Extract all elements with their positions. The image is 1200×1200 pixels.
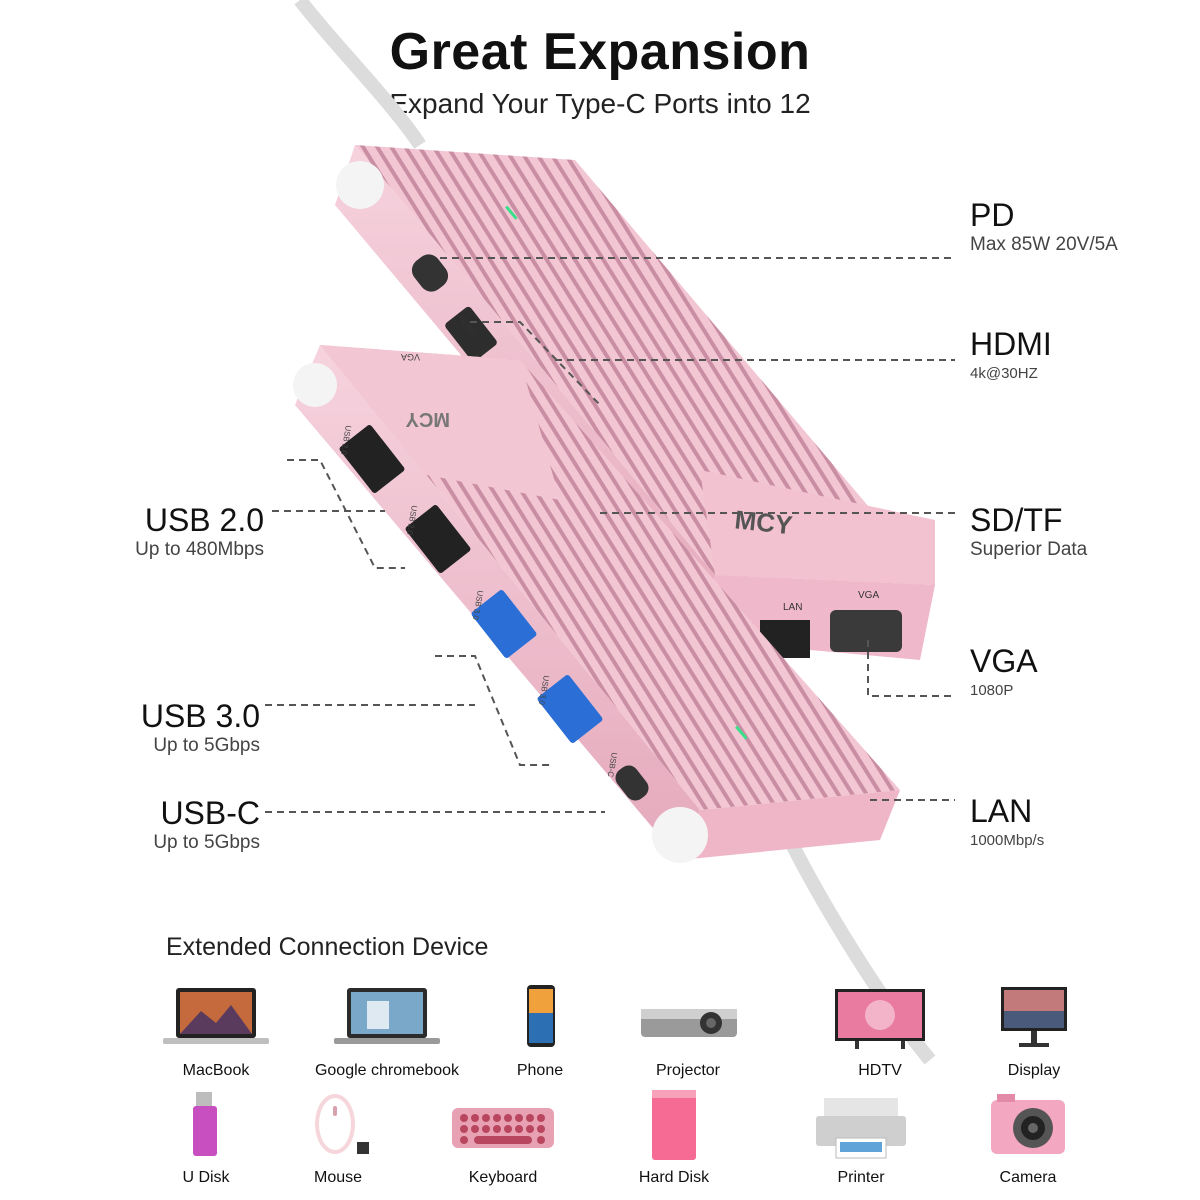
device-printer: Printer: [786, 1090, 936, 1187]
device-hdtv: HDTV: [805, 983, 955, 1080]
lower-hub: MCY VGA USB 2.0 USB 2.0 USB 3.0 USB 3.0 …: [293, 345, 900, 863]
device-phone: Phone: [465, 983, 615, 1080]
lower-led-icon: [735, 725, 748, 740]
leader-lines: [265, 257, 955, 813]
port-label-vga: VGA 1080P: [970, 643, 1038, 699]
usb2-port-1-icon: [339, 425, 405, 493]
port-label-usb2: USB 2.0 Up to 480Mbps: [135, 502, 264, 560]
cable-top: [294, 0, 426, 149]
port-label-usbc: USB-C Up to 5Gbps: [153, 795, 260, 853]
tv-icon: [835, 989, 925, 1049]
port-label-hdmi: HDMI 4k@30HZ: [970, 326, 1052, 382]
brand-logo: MCY: [733, 504, 794, 540]
camera-icon: [991, 1094, 1065, 1154]
device-macbook: MacBook: [141, 983, 291, 1080]
svg-text:VGA: VGA: [401, 352, 420, 362]
lower-hub-end: [680, 790, 900, 860]
svg-text:VGA: VGA: [858, 590, 879, 601]
phone-icon: [527, 985, 555, 1047]
mouse-icon: [315, 1094, 369, 1154]
devices-heading: Extended Connection Device: [166, 933, 489, 961]
device-udisk: U Disk: [131, 1090, 281, 1187]
keyboard-icon: [452, 1108, 554, 1148]
device-mouse: Mouse: [263, 1090, 413, 1187]
monitor-icon: [1001, 987, 1067, 1047]
usb2-port-2-icon: [405, 505, 471, 573]
port-label-usb3: USB 3.0 Up to 5Gbps: [140, 698, 260, 756]
usb3-port-2-icon: [537, 675, 603, 743]
port-label-lan: LAN 1000Mbp/s: [970, 793, 1045, 849]
upper-hub-top: [355, 145, 935, 585]
device-keyboard: Keyboard: [428, 1090, 578, 1187]
svg-text:USB-C: USB-C: [606, 752, 619, 778]
hard-disk-icon: [652, 1090, 696, 1160]
svg-text:MCY: MCY: [405, 408, 450, 430]
port-label-sdtf: SD/TF Superior Data: [970, 502, 1088, 560]
device-chromebook: Google chromebook: [312, 983, 462, 1080]
hdmi-port-1-icon: [445, 306, 497, 362]
device-projector: Projector: [613, 983, 763, 1080]
upper-hub-flat-panel: [700, 470, 935, 585]
svg-text:LAN: LAN: [783, 602, 802, 613]
laptop-icon: [163, 988, 269, 1044]
usb-drive-icon: [193, 1092, 217, 1156]
port-label-pd: PD Max 85W 20V/5A: [970, 197, 1118, 255]
printer-icon: [816, 1098, 906, 1159]
usbc-port-icon: [615, 765, 649, 801]
vga-port-icon: [830, 610, 902, 652]
chromebook-icon: [334, 988, 440, 1044]
page-subtitle: Expand Your Type-C Ports into 12: [389, 88, 811, 119]
pd-port-icon: [411, 254, 449, 292]
projector-icon: [641, 1009, 737, 1037]
device-harddisk: Hard Disk: [599, 1090, 749, 1187]
page-title: Great Expansion: [389, 23, 811, 81]
device-display: Display: [959, 983, 1109, 1080]
lower-hub-flat-panel: [320, 345, 560, 500]
usb3-port-1-icon: [471, 590, 537, 658]
device-camera: Camera: [953, 1090, 1103, 1187]
upper-led-icon: [505, 205, 518, 220]
